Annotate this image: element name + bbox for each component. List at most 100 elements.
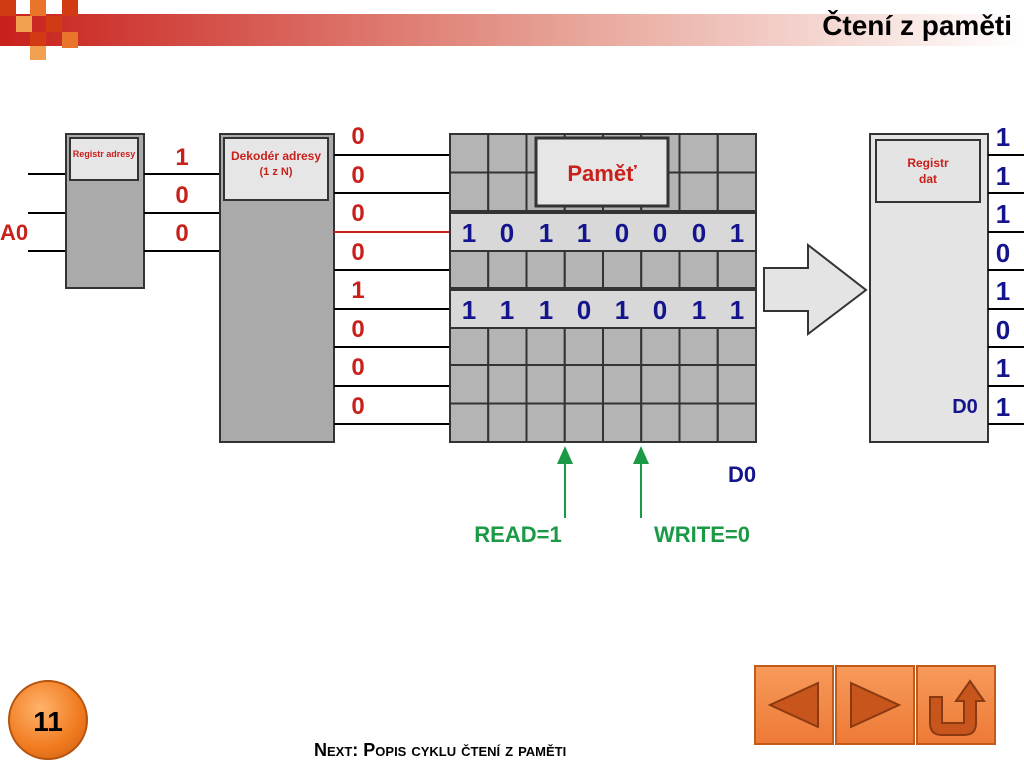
read-write-signals: READ=1 WRITE=0 xyxy=(474,446,750,547)
memory-cell xyxy=(525,248,566,289)
return-icon xyxy=(929,679,986,736)
decoder-output-bit: 0 xyxy=(351,316,364,343)
memory-cell xyxy=(487,325,528,366)
memory-cell xyxy=(563,325,604,366)
memory-cell xyxy=(716,133,757,174)
memory-cell xyxy=(525,325,566,366)
decoder-output-bit: 0 xyxy=(351,354,364,381)
decoder-output-bit: 0 xyxy=(351,123,364,150)
memory-bit: 1 xyxy=(730,218,744,248)
address-bit: 0 xyxy=(175,220,188,247)
memory-cell xyxy=(563,364,604,405)
next-icon xyxy=(850,681,902,729)
data-register-bit: 1 xyxy=(996,392,1010,422)
selected-row: 1 0 1 1 0 0 0 1 xyxy=(462,218,744,248)
memory-cell xyxy=(525,364,566,405)
memory-bit: 1 xyxy=(539,218,553,248)
decoder-output-bit: 0 xyxy=(351,162,364,189)
header-decoration xyxy=(0,0,1024,60)
memory-bit: 1 xyxy=(462,218,476,248)
decoder-outputs: 0 0 0 0 1 0 0 0 xyxy=(334,123,450,425)
data-register-label-sub: dat xyxy=(919,172,937,186)
memory-bit: 0 xyxy=(653,218,667,248)
memory-cell xyxy=(678,171,719,212)
prev-icon xyxy=(767,681,819,729)
memory-cell xyxy=(487,248,528,289)
memory-cell xyxy=(678,402,719,443)
other-row: 1 1 1 0 1 0 1 1 xyxy=(462,295,744,325)
slide-number-badge: 11 xyxy=(8,680,88,760)
memory-cell xyxy=(449,364,490,405)
memory-array: Paměť xyxy=(449,133,757,443)
memory-cell xyxy=(678,325,719,366)
decoder-label-sub: (1 z N) xyxy=(260,166,293,178)
memory-cell xyxy=(487,364,528,405)
return-button[interactable] xyxy=(916,665,996,745)
memory-cell xyxy=(602,325,643,366)
data-register: Registr dat D0 1 1 1 0 1 0 1 1 xyxy=(869,122,1024,443)
memory-bit: 0 xyxy=(577,295,591,325)
memory-cell xyxy=(640,248,681,289)
memory-cell xyxy=(449,171,490,212)
data-register-label: Registr xyxy=(907,156,949,170)
slide-number: 11 xyxy=(33,706,63,737)
memory-cell xyxy=(640,402,681,443)
decoder-output-bit: 0 xyxy=(351,200,364,227)
next-button[interactable] xyxy=(835,665,915,745)
memory-cell xyxy=(716,248,757,289)
d0-register-label: D0 xyxy=(952,396,978,418)
d0-memory-label: D0 xyxy=(728,462,756,487)
memory-bit: 1 xyxy=(462,295,476,325)
decoder-output-bit: 0 xyxy=(351,239,364,266)
memory-read-diagram: Registr adresy A0 1 0 0 Dekodér adresy (… xyxy=(0,122,1024,547)
memory-bit: 1 xyxy=(692,295,706,325)
write-label: WRITE=0 xyxy=(654,522,750,547)
address-register: Registr adresy xyxy=(28,133,145,289)
memory-cell xyxy=(449,402,490,443)
memory-cell xyxy=(525,402,566,443)
memory-cell xyxy=(487,402,528,443)
memory-cell xyxy=(602,402,643,443)
address-bit: 1 xyxy=(175,144,188,171)
data-register-bit: 1 xyxy=(996,161,1010,191)
memory-cell xyxy=(449,325,490,366)
memory-cell xyxy=(678,248,719,289)
page-title: Čtení z paměti xyxy=(822,10,1012,41)
data-register-bit: 1 xyxy=(996,353,1010,383)
memory-bit: 0 xyxy=(615,218,629,248)
memory-cell xyxy=(640,325,681,366)
prev-button[interactable] xyxy=(754,665,834,745)
memory-bit: 1 xyxy=(500,295,514,325)
address-register-label: Registr adresy xyxy=(73,149,136,159)
transfer-arrow xyxy=(763,242,868,337)
memory-cell xyxy=(678,133,719,174)
memory-bit: 1 xyxy=(615,295,629,325)
memory-cell xyxy=(563,248,604,289)
memory-cell xyxy=(563,402,604,443)
memory-cell xyxy=(449,248,490,289)
decoder-label: Dekodér adresy xyxy=(231,149,321,163)
memory-bit: 0 xyxy=(653,295,667,325)
memory-cell xyxy=(716,402,757,443)
decoder-output-bit: 1 xyxy=(351,277,364,304)
memory-cell xyxy=(602,364,643,405)
memory-cell xyxy=(487,171,528,212)
memory-bit: 1 xyxy=(577,218,591,248)
address-lines: 1 0 0 xyxy=(144,144,220,252)
memory-cell xyxy=(678,364,719,405)
data-register-bit: 0 xyxy=(996,238,1010,268)
data-register-bit: 1 xyxy=(996,199,1010,229)
memory-bit: 1 xyxy=(539,295,553,325)
address-decoder: Dekodér adresy (1 z N) xyxy=(219,133,335,443)
memory-bit: 0 xyxy=(692,218,706,248)
memory-bit: 0 xyxy=(500,218,514,248)
next-slide-text: Next: Popis cyklu čtení z paměti xyxy=(314,740,567,760)
memory-cell xyxy=(716,171,757,212)
decoder-output-bit: 0 xyxy=(351,393,364,420)
a0-label: A0 xyxy=(0,220,28,245)
memory-cell xyxy=(716,325,757,366)
memory-bit: 1 xyxy=(730,295,744,325)
memory-label: Paměť xyxy=(567,161,637,186)
memory-cell xyxy=(487,133,528,174)
memory-cell xyxy=(716,364,757,405)
